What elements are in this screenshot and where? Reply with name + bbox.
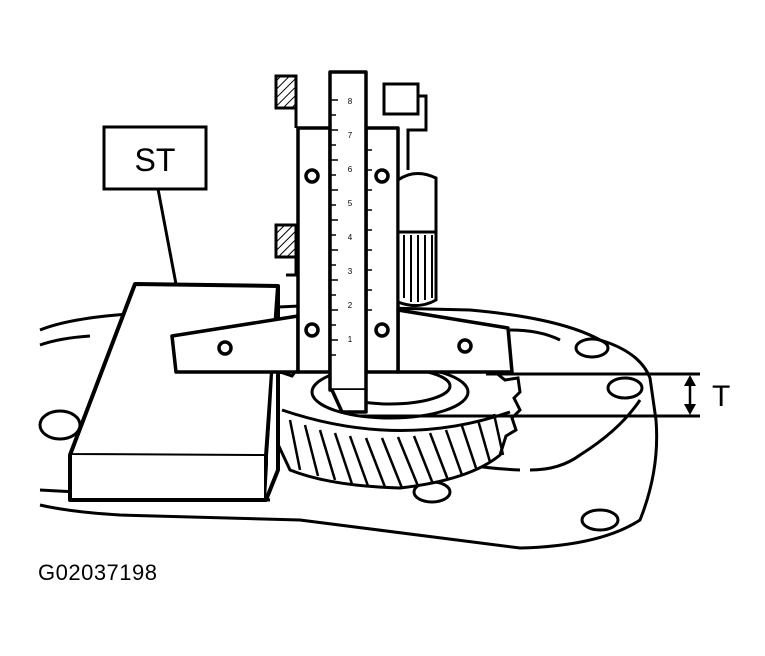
- arrow-head-down: [684, 404, 696, 415]
- scale-graduations: [330, 99, 372, 356]
- bolt-hole-right: [606, 376, 644, 400]
- screw-left: [217, 340, 233, 356]
- scale-tick-label: 7: [348, 131, 353, 140]
- ring-gear: [270, 362, 522, 490]
- gear-teeth: [288, 413, 505, 489]
- st-label-callout: ST: [102, 125, 208, 285]
- column-clamps: [274, 74, 298, 277]
- st-leader-line: [156, 188, 178, 285]
- screw-right: [457, 338, 473, 354]
- bolt-hole-left: [38, 409, 82, 441]
- bolt-hole-upper-right: [574, 337, 610, 359]
- st-label: ST: [135, 142, 176, 178]
- scale-tick-label: 6: [348, 165, 353, 174]
- depth-caliper: 8 7 6 5 4 3 2 1: [296, 70, 400, 414]
- bolt-hole-lower-right: [580, 508, 620, 532]
- scale-tick-label: 3: [348, 267, 353, 276]
- arrow-head-up: [684, 375, 696, 386]
- scale-tick-label: 5: [348, 199, 353, 208]
- thickness-label: T: [712, 380, 730, 413]
- scale-tick-label: 4: [348, 233, 353, 242]
- scale-tick-label: 2: [348, 301, 353, 310]
- thickness-dimension: T: [360, 372, 730, 418]
- scale-tick-label: 8: [348, 97, 353, 106]
- case-bolt-holes: [38, 337, 644, 532]
- scale-tick-label: 1: [348, 335, 353, 344]
- st-label-box: [102, 125, 208, 191]
- figure-id: G02037198: [38, 560, 158, 585]
- fine-adjust-knob: [382, 82, 438, 307]
